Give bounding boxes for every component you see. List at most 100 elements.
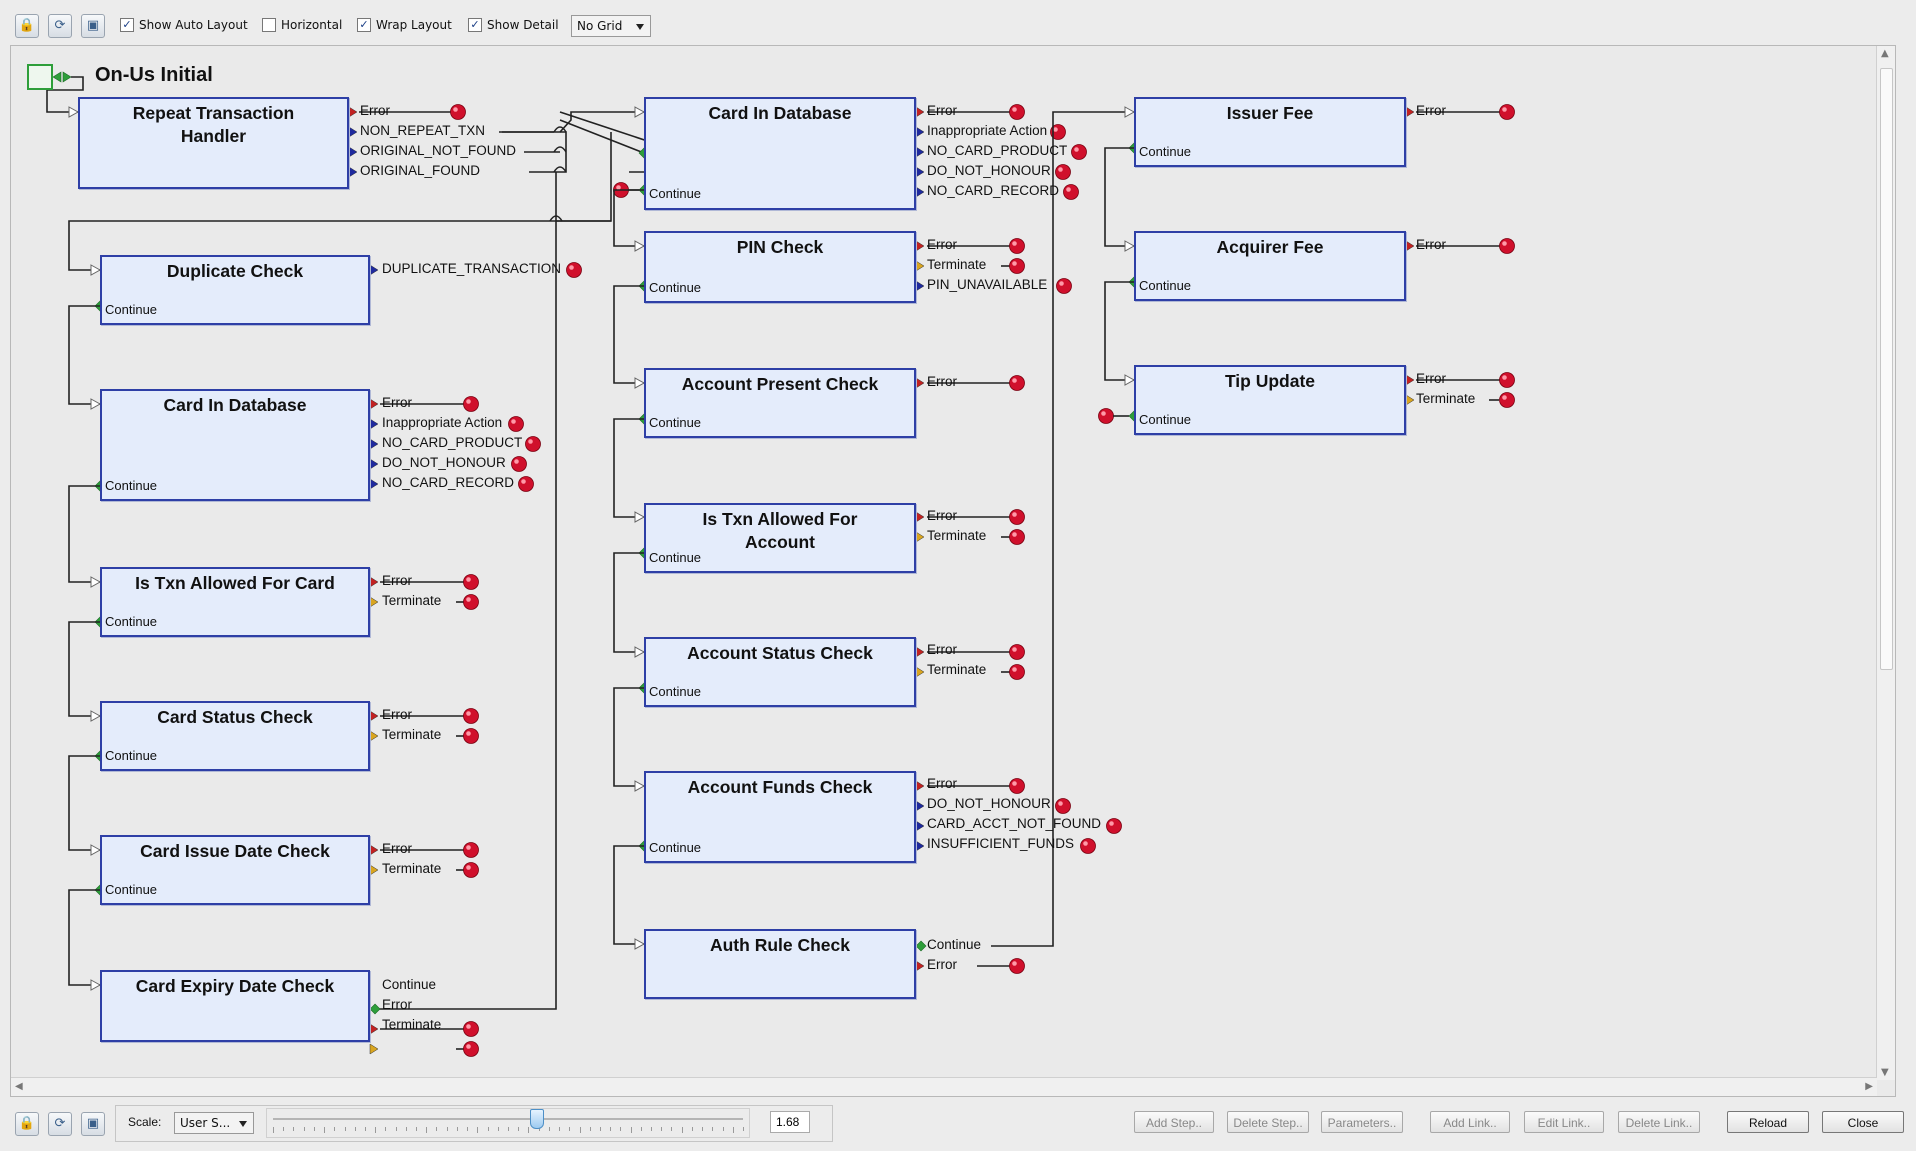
step-acquirer-fee[interactable]: Acquirer Fee Continue (1134, 231, 1406, 301)
input-arrow (634, 106, 646, 118)
close-button[interactable]: Close (1822, 1111, 1904, 1133)
step-issuer-fee[interactable]: Issuer Fee Continue (1134, 97, 1406, 167)
grid-select[interactable]: No Grid (571, 15, 651, 37)
step-card-issue-date-check[interactable]: Card Issue Date Check Continue (100, 835, 370, 905)
port-arrow (348, 106, 358, 118)
step-account-funds-check[interactable]: Account Funds Check Continue (644, 771, 916, 863)
input-arrow (634, 240, 646, 252)
reload-button[interactable]: Reload (1727, 1111, 1809, 1133)
refresh-icon[interactable]: ⟳ (48, 1112, 72, 1136)
step-pin-check[interactable]: PIN Check Continue (644, 231, 916, 303)
port-label-terminate: Terminate (382, 727, 442, 742)
start-node[interactable] (27, 64, 53, 90)
checkbox-box[interactable]: ✓ (468, 18, 482, 32)
port-arrow (915, 960, 925, 972)
terminal-highlight (1012, 667, 1017, 672)
step-tip-update[interactable]: Tip Update Continue (1134, 365, 1406, 435)
step-card-in-database-2[interactable]: Card In Database Continue (644, 97, 916, 210)
terminal-highlight (1012, 512, 1017, 517)
step-account-status-check[interactable]: Account Status Check Continue (644, 637, 916, 707)
port-label-error: Error (382, 997, 412, 1012)
lock-icon[interactable]: 🔒 (15, 1112, 39, 1136)
terminal-highlight (569, 265, 574, 270)
slider-tick (446, 1127, 448, 1131)
connector-diagonal (559, 119, 645, 154)
add-step-button[interactable]: Add Step.. (1134, 1111, 1214, 1133)
step-auth-rule-check[interactable]: Auth Rule Check (644, 929, 916, 999)
show-auto-layout-checkbox[interactable]: ✓Show Auto Layout (120, 18, 248, 32)
slider-tick (426, 1127, 428, 1133)
horizontal-scrollbar[interactable]: ◀ ▶ (11, 1077, 1877, 1096)
step-title: Card Expiry Date Check (135, 976, 335, 996)
slider-tick (712, 1127, 714, 1131)
port-arrow (348, 166, 358, 178)
slider-tick (405, 1127, 407, 1131)
connector-line (613, 189, 644, 247)
slider-tick (610, 1127, 612, 1131)
scroll-down-icon[interactable]: ▼ (1881, 1067, 1889, 1078)
lock-icon[interactable]: 🔒 (15, 14, 39, 38)
slider-thumb[interactable] (530, 1109, 544, 1129)
checkbox-box[interactable]: ✓ (120, 18, 134, 32)
parameters-button[interactable]: Parameters.. (1321, 1111, 1403, 1133)
terminal-highlight (616, 185, 621, 190)
terminal-end (1056, 278, 1072, 294)
step-card-status-check[interactable]: Card Status Check Continue (100, 701, 370, 771)
checkbox-box[interactable] (262, 18, 276, 32)
terminal-highlight (1053, 127, 1058, 132)
port-arrow (369, 844, 379, 856)
scale-value-field[interactable]: 1.68 (770, 1111, 810, 1133)
step-card-in-database-1[interactable]: Card In Database Continue (100, 389, 370, 501)
input-port-label: Continue (105, 614, 158, 629)
step-card-expiry-date-check[interactable]: Card Expiry Date Check (100, 970, 370, 1042)
step-is-txn-allowed-for-account[interactable]: Is Txn Allowed For Account Continue (644, 503, 916, 573)
step-title: Tip Update (1224, 371, 1316, 391)
terminal-end (1080, 838, 1096, 854)
step-repeat-transaction-handler[interactable]: Repeat Transaction Handler (78, 97, 349, 189)
input-arrow (90, 264, 102, 276)
port-arrow (915, 511, 925, 523)
vertical-scrollbar[interactable]: ▲ ▼ (1876, 46, 1895, 1080)
terminal-highlight (1502, 375, 1507, 380)
terminal-highlight (466, 1024, 471, 1029)
edit-link-button[interactable]: Edit Link.. (1524, 1111, 1604, 1133)
horizontal-checkbox[interactable]: Horizontal (262, 18, 342, 32)
terminal-end (1009, 238, 1025, 254)
checkbox-box[interactable]: ✓ (357, 18, 371, 32)
step-duplicate-check[interactable]: Duplicate Check Continue (100, 255, 370, 325)
scale-select[interactable]: User S... (174, 1112, 254, 1134)
step-is-txn-allowed-for-card[interactable]: Is Txn Allowed For Card Continue (100, 567, 370, 637)
input-arrow (634, 780, 646, 792)
slider-tick (691, 1127, 693, 1131)
terminal-highlight (1109, 821, 1114, 826)
terminal-highlight (1101, 411, 1106, 416)
wrap-layout-label: Wrap Layout (376, 18, 452, 32)
scrollbar-thumb[interactable] (1880, 68, 1893, 670)
connector-line (68, 621, 100, 717)
scale-slider[interactable] (266, 1108, 750, 1138)
add-link-button[interactable]: Add Link.. (1430, 1111, 1510, 1133)
slider-tick (630, 1127, 632, 1133)
scroll-left-icon[interactable]: ◀ (15, 1081, 23, 1092)
scroll-up-icon[interactable]: ▲ (1881, 48, 1889, 59)
port-arrow (915, 780, 925, 792)
save-icon[interactable]: ▣ (81, 14, 105, 38)
show-detail-checkbox[interactable]: ✓Show Detail (468, 18, 559, 32)
refresh-icon[interactable]: ⟳ (48, 14, 72, 38)
step-title: Auth Rule Check (709, 935, 851, 955)
delete-step-button[interactable]: Delete Step.. (1227, 1111, 1309, 1133)
flow-canvas[interactable]: On-Us Initial Repeat Transaction Handler… (10, 45, 1896, 1097)
terminal-highlight (1074, 147, 1079, 152)
save-icon[interactable]: ▣ (81, 1112, 105, 1136)
scroll-right-icon[interactable]: ▶ (1865, 1081, 1873, 1092)
port-arrow (915, 820, 925, 832)
slider-track (273, 1118, 743, 1120)
connector-line (991, 111, 1134, 947)
step-account-present-check[interactable]: Account Present Check Continue (644, 368, 916, 438)
wrap-layout-checkbox[interactable]: ✓ Wrap Layout (357, 18, 452, 32)
terminal-highlight (1502, 395, 1507, 400)
terminal-end (1499, 104, 1515, 120)
step-title: Account Present Check (681, 374, 879, 394)
step-title: Card Status Check (157, 707, 313, 727)
delete-link-button[interactable]: Delete Link.. (1618, 1111, 1700, 1133)
